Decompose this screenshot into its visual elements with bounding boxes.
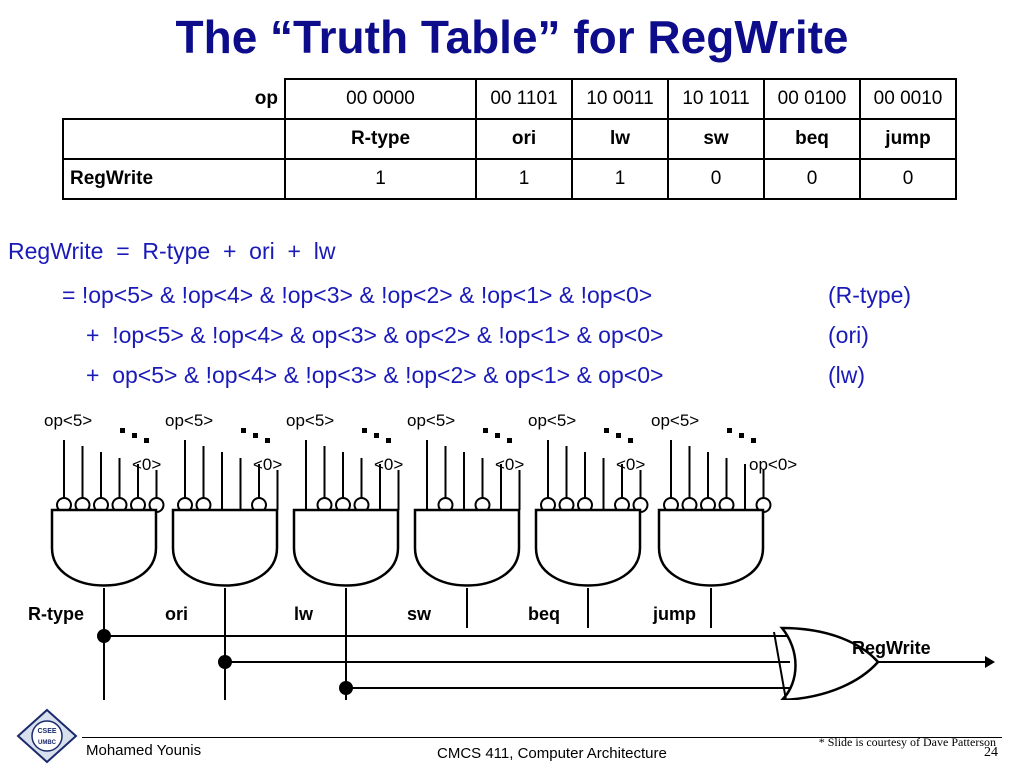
footer-course: CMCS 411, Computer Architecture: [437, 745, 667, 762]
ellipsis-dot: [132, 433, 137, 438]
and-gate: [171, 508, 279, 587]
equation-line-3: + !op<5> & !op<4> & op<3> & op<2> & !op<…: [86, 322, 664, 348]
gate-output-label: lw: [294, 604, 314, 624]
or-gate-back-curve: [773, 631, 787, 700]
table-cell: 00 0100: [763, 78, 861, 120]
gate-output-label: sw: [407, 604, 432, 624]
table-cell: 0: [859, 158, 957, 200]
ellipsis-dot: [265, 438, 270, 443]
table-cell: 0: [763, 158, 861, 200]
table-cell: 1: [475, 158, 573, 200]
table-cell: R-type: [284, 118, 477, 160]
ellipsis-dot: [739, 433, 744, 438]
and-gate: [50, 508, 158, 587]
table-cell: 00 0010: [859, 78, 957, 120]
names-row-label: [62, 118, 286, 160]
slide-title: The “Truth Table” for RegWrite: [175, 11, 849, 63]
table-cell: 00 0000: [284, 78, 477, 120]
logic-circuit-diagram: op<5> <0> op<5> <0> op<5> <0> op<5> <0> op<5> <0>…: [28, 411, 995, 700]
input-label-msb: op<5>: [286, 411, 334, 430]
equation-line-2: = !op<5> & !op<4> & !op<3> & !op<2> & !o…: [62, 282, 653, 308]
logo-text-top: CSEE: [37, 728, 56, 735]
equation-line-4: + op<5> & !op<4> & !op<3> & !op<2> & op<…: [86, 362, 664, 388]
ellipsis-dot: [507, 438, 512, 443]
ellipsis-dot: [253, 433, 258, 438]
table-row-regwrite: RegWrite 1 1 1 0 0 0: [62, 158, 957, 200]
equation-note-lw: (lw): [828, 362, 866, 388]
and-gate: [657, 508, 765, 587]
table-cell: lw: [571, 118, 669, 160]
junction-dot: [218, 655, 232, 669]
input-label-msb: op<5>: [651, 411, 699, 430]
gate-output-label: beq: [528, 604, 560, 624]
ellipsis-dot: [751, 438, 756, 443]
equation-note-rtype: (R-type): [828, 282, 912, 308]
input-label-msb: op<5>: [528, 411, 576, 430]
ellipsis-dot: [483, 428, 488, 433]
ellipsis-dot: [495, 433, 500, 438]
and-gate: [292, 508, 400, 587]
ellipsis-dot: [120, 428, 125, 433]
ellipsis-dot: [362, 428, 367, 433]
input-label-lsb: <0>: [374, 455, 403, 474]
table-cell: 10 0011: [571, 78, 669, 120]
regwrite-row-label: RegWrite: [62, 158, 286, 200]
table-row-op: op 00 0000 00 1101 10 0011 10 1011 00 01…: [63, 78, 957, 120]
regwrite-output-label: RegWrite: [852, 638, 931, 658]
junction-dot: [339, 681, 353, 695]
ellipsis-dot: [616, 433, 621, 438]
page-number: 24: [984, 745, 998, 760]
footer-divider: [82, 737, 1002, 738]
table-cell: ori: [475, 118, 573, 160]
logo-text-bottom: UMBC: [38, 740, 57, 746]
gate-output-label: ori: [165, 604, 188, 624]
gate-output-label: jump: [652, 604, 696, 624]
ellipsis-dot: [628, 438, 633, 443]
or-gate: [779, 626, 880, 700]
table-cell: 0: [667, 158, 765, 200]
and-gate: [534, 508, 642, 587]
table-cell: sw: [667, 118, 765, 160]
input-label-msb: op<5>: [407, 411, 455, 430]
input-label-lsb: <0>: [253, 455, 282, 474]
input-label-lsb: op<0>: [749, 455, 797, 474]
table-cell: 1: [571, 158, 669, 200]
junction-dot: [97, 629, 111, 643]
ellipsis-dot: [604, 428, 609, 433]
table-cell: jump: [859, 118, 957, 160]
table-row-names: R-type ori lw sw beq jump: [62, 118, 957, 160]
input-label-lsb: <0>: [132, 455, 161, 474]
output-arrow-icon: [985, 656, 995, 668]
input-label-msb: op<5>: [165, 411, 213, 430]
ellipsis-dot: [374, 433, 379, 438]
table-cell: 00 1101: [475, 78, 573, 120]
input-label-lsb: <0>: [495, 455, 524, 474]
equation-note-ori: (ori): [828, 322, 869, 348]
ellipsis-dot: [241, 428, 246, 433]
truth-table: op 00 0000 00 1101 10 0011 10 1011 00 01…: [62, 78, 957, 200]
table-cell: beq: [763, 118, 861, 160]
footer-credit: * Slide is courtesy of Dave Patterson: [818, 735, 996, 749]
equation-line-1: RegWrite = R-type + ori + lw: [8, 238, 336, 264]
ellipsis-dot: [144, 438, 149, 443]
footer-author: Mohamed Younis: [86, 742, 202, 759]
table-cell: 1: [284, 158, 477, 200]
table-cell: 10 1011: [667, 78, 765, 120]
input-label-msb: op<5>: [44, 411, 92, 430]
and-gate: [413, 508, 521, 587]
ellipsis-dot: [386, 438, 391, 443]
umbc-csee-logo: CSEE UMBC: [16, 708, 78, 764]
ellipsis-dot: [727, 428, 732, 433]
gate-output-label: R-type: [28, 604, 84, 624]
op-row-label: op: [63, 79, 286, 120]
input-label-lsb: <0>: [616, 455, 645, 474]
